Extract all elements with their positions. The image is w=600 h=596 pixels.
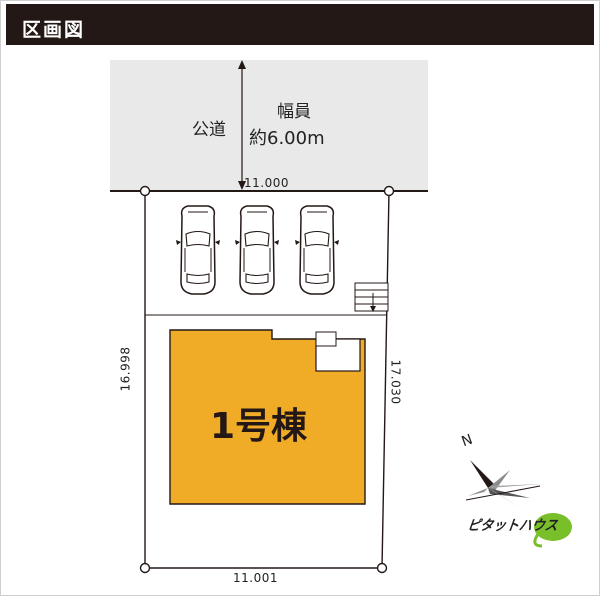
road-width-label: 幅員 [277,102,311,122]
dimension-bottom: 11.001 [233,571,278,585]
parking-car-2 [234,205,280,295]
corner-marker [139,562,151,574]
parking-car-3 [294,205,340,295]
road-width-value: 約6.00m [249,128,325,149]
entrance-steps [354,282,389,312]
dimension-right: 17.030 [388,359,403,405]
public-road [110,60,428,191]
page-title: 区画図 [22,19,86,41]
dimension-top: 11.000 [244,176,289,190]
parking-car-1 [175,205,221,295]
building-1-footprint [169,329,366,505]
road-label: 公道 [192,120,226,140]
corner-marker [376,562,388,574]
corner-marker [383,185,395,197]
lot-corner-markers [139,185,395,574]
north-compass-icon [465,460,542,508]
road-width-arrow [238,60,246,190]
header-bar: 区画図 [6,4,594,45]
dimension-left: 16.998 [118,346,133,392]
corner-marker [139,185,151,197]
building-1-label: 1号棟 [210,406,308,447]
building-porch-step [315,331,337,347]
brand-logo-icon [533,513,572,548]
brand-name: ピタットハウス [466,518,559,534]
